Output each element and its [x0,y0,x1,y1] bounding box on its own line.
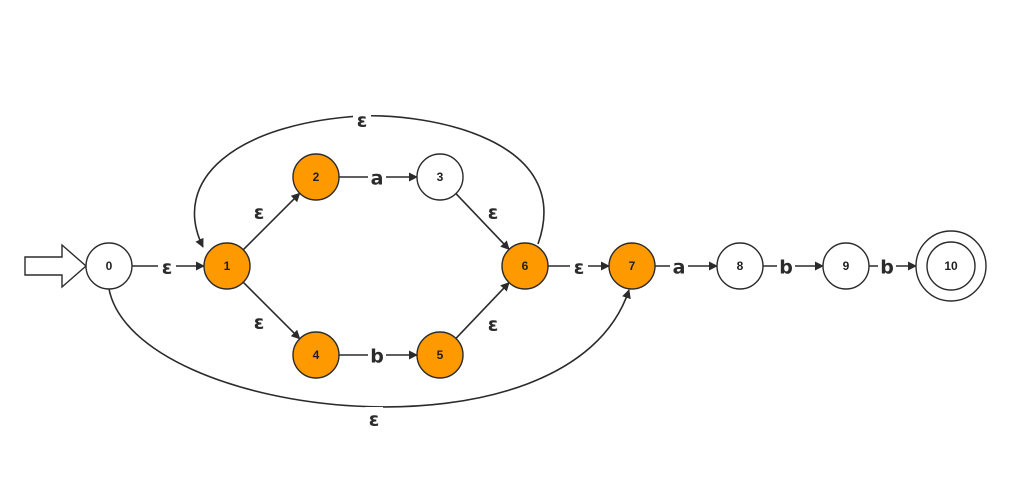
transition-1-4: ε [242,281,301,340]
transition-2-3: a [339,166,418,190]
transition-label-bg [878,255,896,275]
transition-label: b [779,257,793,279]
transition-label: ε [488,314,499,336]
state-circle [926,241,976,291]
transition-label-bg [250,200,268,220]
transition-1-2: ε [242,192,301,251]
state-10: 10 [915,230,987,302]
state-2: 2 [292,153,340,201]
state-circle [716,242,764,290]
transition-6-1: ε [193,108,545,248]
transitions: ε ε a ε ε b ε ε ε ε a b b [108,108,917,431]
state-0: 0 [85,242,133,290]
state-label: 6 [522,259,529,273]
transition-5-6: ε [455,281,510,339]
transition-label: ε [488,202,499,224]
highlighted-state-circle [608,242,656,290]
state-1: 1 [203,242,251,290]
states: 0 1 2 3 4 5 6 7 8 9 10 [85,153,987,379]
transition-label-bg [368,344,386,364]
highlighted-state-circle [292,331,340,379]
transition-label: ε [574,257,585,279]
state-label: 1 [224,259,231,273]
transition-3-6: ε [455,193,510,251]
state-circle [822,242,870,290]
transition-0-1: ε [132,255,205,279]
state-3: 3 [416,153,464,201]
transition-label: ε [254,202,265,224]
transition-label-bg [670,255,688,275]
state-label: 4 [313,348,320,362]
transition-7-8: a [655,255,718,279]
state-6: 6 [501,242,549,290]
state-label: 7 [629,259,636,273]
state-8: 8 [716,242,764,290]
transition-arrow [455,193,510,251]
state-label: 8 [737,259,744,273]
highlighted-state-circle [416,331,464,379]
state-label: 10 [944,259,958,273]
transition-arrow [242,281,301,340]
transition-4-5: b [339,344,418,368]
transition-label-bg [484,312,502,332]
transition-0-7: ε [108,288,631,431]
transition-label-bg [484,200,502,220]
transition-label: a [673,257,686,279]
state-label: 5 [437,348,444,362]
transition-label-bg [368,166,386,186]
transition-label: ε [357,110,368,132]
state-label: 9 [843,259,850,273]
transition-6-7: ε [548,255,610,279]
transition-label: ε [254,312,265,334]
transition-label: b [370,346,384,368]
transition-8-9: b [763,255,824,279]
state-7: 7 [608,242,656,290]
state-label: 0 [106,259,113,273]
state-5: 5 [416,331,464,379]
start-arrow-icon [24,243,88,289]
transition-label-bg [777,255,795,275]
state-circle [416,153,464,201]
transition-label-bg [365,407,383,427]
transition-label-bg [250,310,268,330]
transition-label-bg [570,255,588,275]
transition-label: ε [369,409,380,431]
transition-arrow [455,281,510,339]
state-circle [85,242,133,290]
state-4: 4 [292,331,340,379]
highlighted-state-circle [203,242,251,290]
transition-label: ε [162,257,173,279]
transition-arrow [242,192,301,251]
transition-label: b [880,257,894,279]
transition-label: a [371,168,384,190]
highlighted-state-circle [292,153,340,201]
transition-label-bg [353,108,371,128]
transition-9-10: b [869,255,917,279]
state-label: 3 [437,170,444,184]
state-9: 9 [822,242,870,290]
transition-label-bg [158,255,176,275]
highlighted-state-circle [501,242,549,290]
transition-arrow [108,288,631,408]
state-label: 2 [313,170,320,184]
